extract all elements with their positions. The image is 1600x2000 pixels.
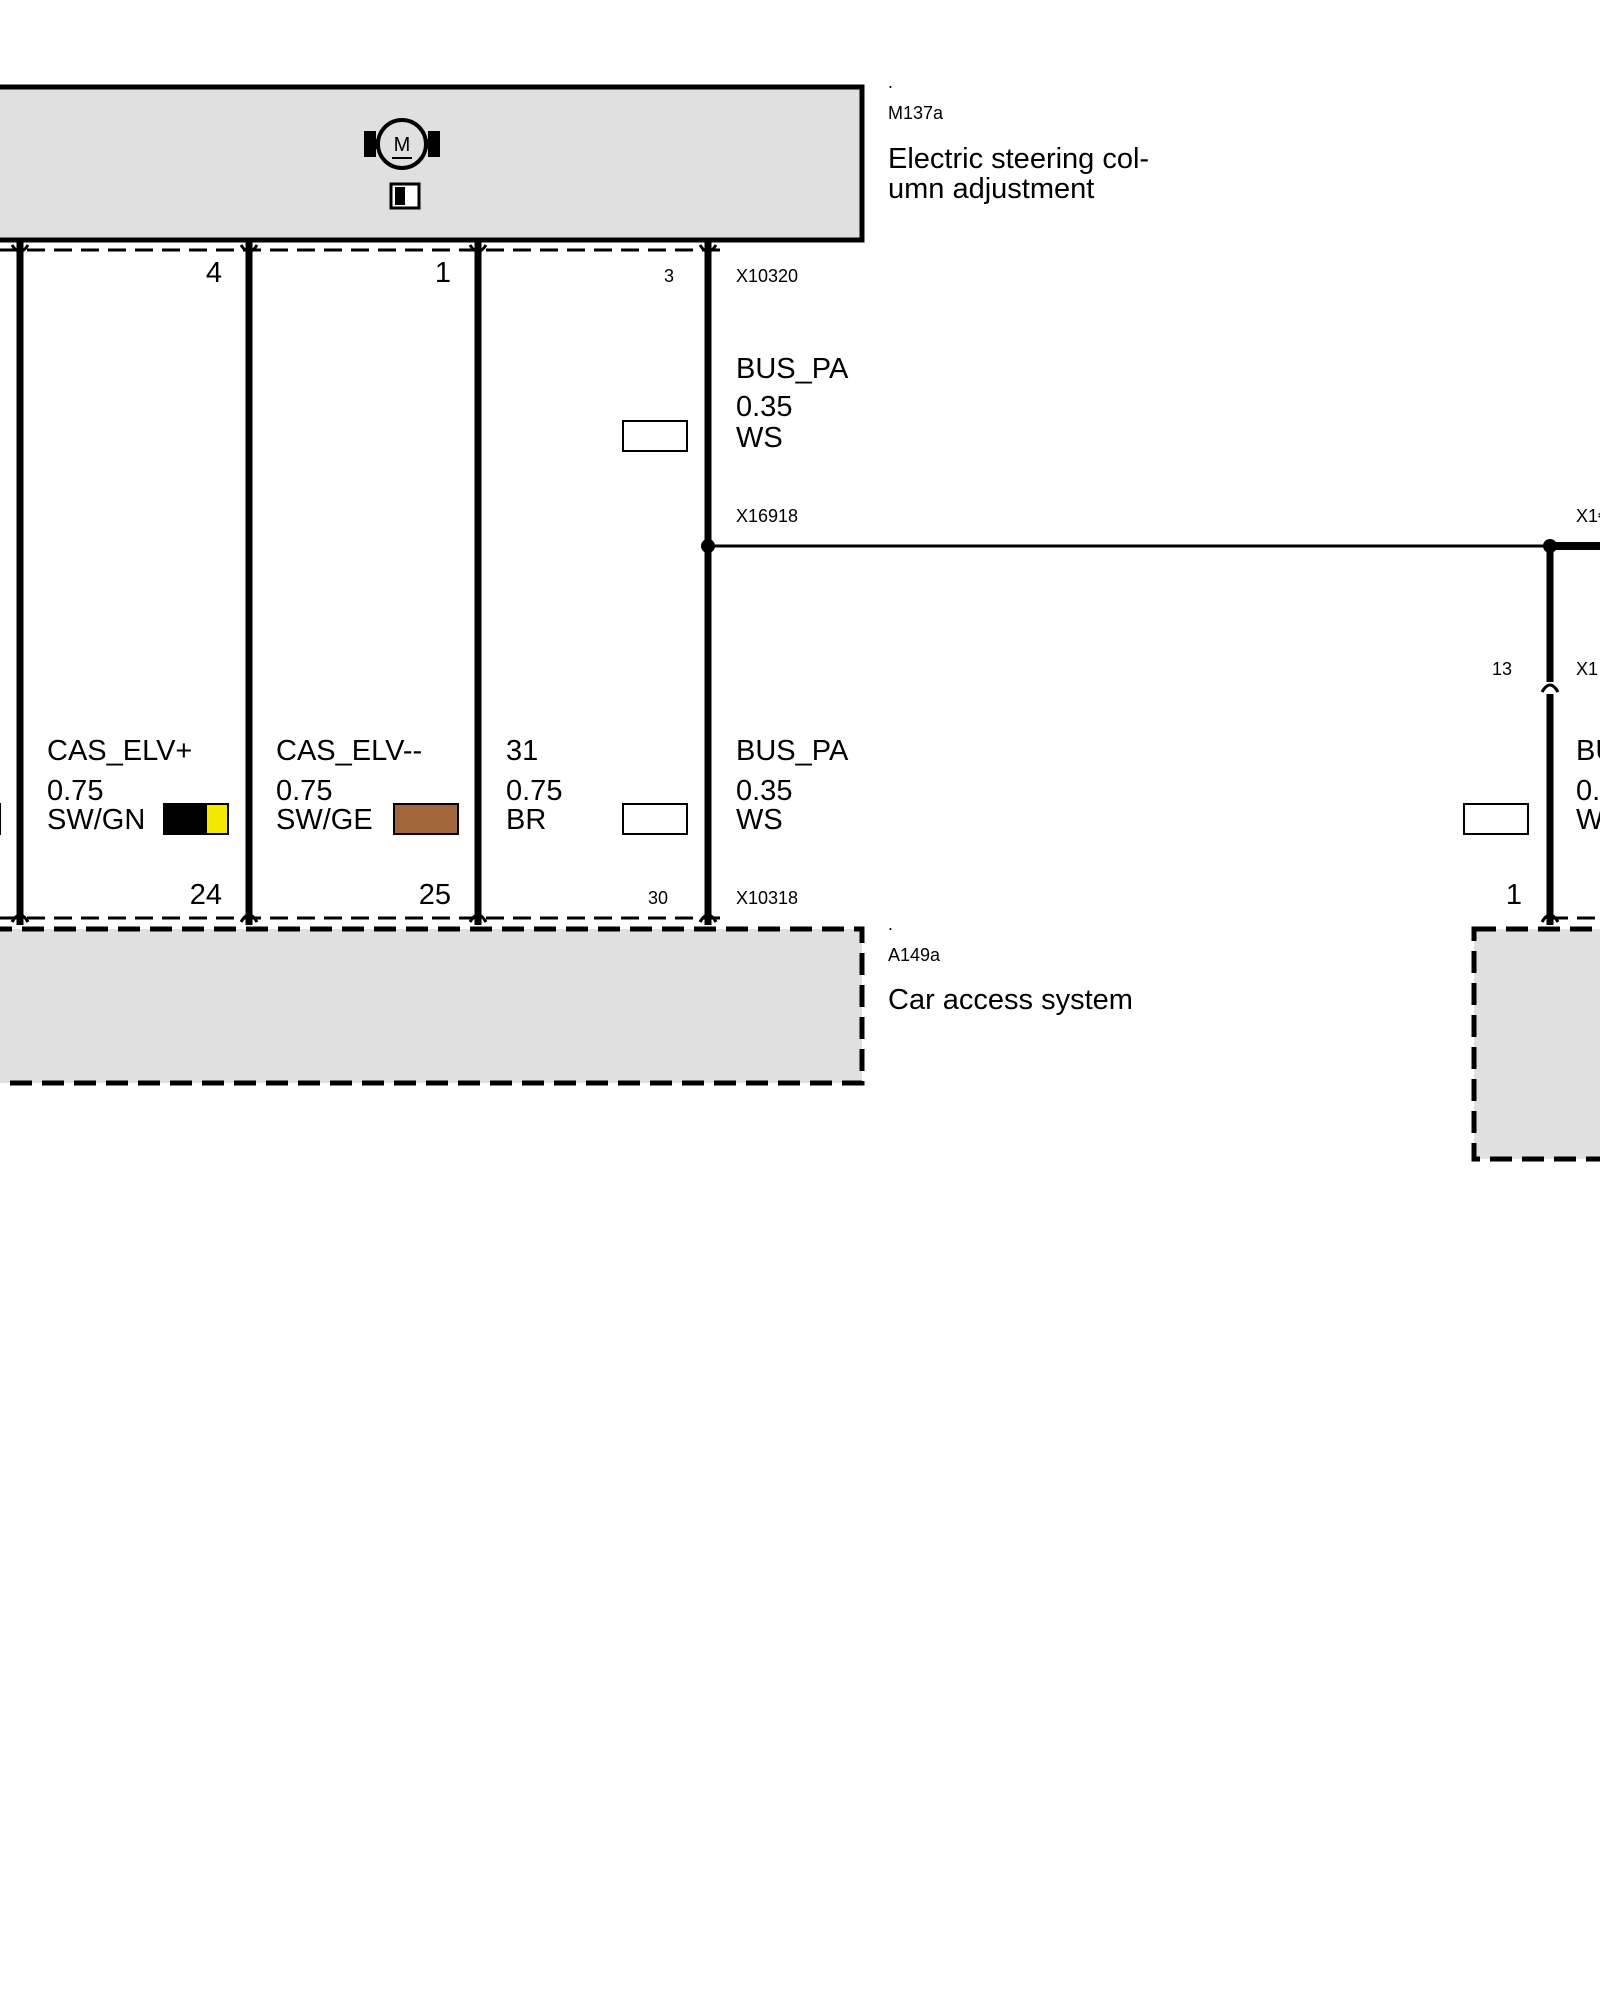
wire-3-gauge: 0.75 <box>506 775 562 807</box>
splice-code: X16918 <box>736 506 798 526</box>
right-wire-name-partial: BU <box>1576 735 1600 767</box>
wire-3-bottom-pin: 30 <box>648 888 668 908</box>
splice-code-right-partial: X1€ <box>1576 506 1600 526</box>
wire-3-name: 31 <box>506 735 538 767</box>
wire-1-top-pin: 4 <box>206 257 222 289</box>
right-wire-gauge-partial: 0. <box>1576 775 1600 807</box>
wire-cas-elv-plus <box>239 242 259 925</box>
right-wire-color-partial: W <box>1576 804 1600 836</box>
top-connector-code: X10320 <box>736 266 798 286</box>
bus-upper-name: BUS_PA <box>736 353 849 385</box>
bottom-component-box <box>0 926 865 1086</box>
splice-dot-left <box>701 539 715 553</box>
bottom-component-dot: . <box>888 914 893 934</box>
top-component-box <box>0 84 865 243</box>
wire-3-color-swatch <box>622 803 688 835</box>
top-component-description-line2: umn adjustment <box>888 173 1094 205</box>
top-component-description-line1: Electric steering col- <box>888 143 1149 175</box>
wire-2-bottom-pin: 25 <box>419 879 451 911</box>
wire-1-color: SW/GN <box>47 804 145 836</box>
wire-1-color-swatch <box>163 803 229 835</box>
right-wire-upper-pin: 13 <box>1492 659 1512 679</box>
wire-2-name: CAS_ELV-- <box>276 735 422 767</box>
right-connector-partial: X1 <box>1576 659 1598 679</box>
switch-icon <box>389 182 421 210</box>
wire-cas-elv-minus <box>468 242 488 925</box>
motor-label: M <box>394 134 411 156</box>
wire-2-color-swatch <box>393 803 459 835</box>
bus-upper-color: WS <box>736 422 783 454</box>
wire-4-color: WS <box>736 804 783 836</box>
wire-1-gauge: 0.75 <box>47 775 103 807</box>
wire-right-partial <box>1540 546 1560 925</box>
wire-2-gauge: 0.75 <box>276 775 332 807</box>
bottom-connector-code: X10318 <box>736 888 798 908</box>
wire-1-bottom-pin: 24 <box>190 879 222 911</box>
bus-upper-gauge: 0.35 <box>736 391 792 423</box>
right-wire-lower-pin: 1 <box>1506 879 1522 911</box>
wire-4-gauge: 0.35 <box>736 775 792 807</box>
wire-3-color: BR <box>506 804 546 836</box>
wire-2-color: SW/GE <box>276 804 373 836</box>
top-component-code: M137a <box>888 103 944 123</box>
motor-icon: M <box>364 118 440 170</box>
right-bottom-component-box <box>1471 926 1600 1162</box>
wire-2-top-pin: 1 <box>435 257 451 289</box>
wire-1-name: CAS_ELV+ <box>47 735 192 767</box>
wire-31 <box>698 242 718 925</box>
right-wire-color-swatch <box>1463 803 1529 835</box>
bottom-component-description: Car access system <box>888 984 1133 1016</box>
wire-4-top-pin: 3 <box>664 266 674 286</box>
bottom-component-code: A149a <box>888 945 941 965</box>
bus-upper-color-swatch <box>622 420 688 452</box>
wire-4-name: BUS_PA <box>736 735 849 767</box>
top-component-dot: . <box>888 72 893 92</box>
